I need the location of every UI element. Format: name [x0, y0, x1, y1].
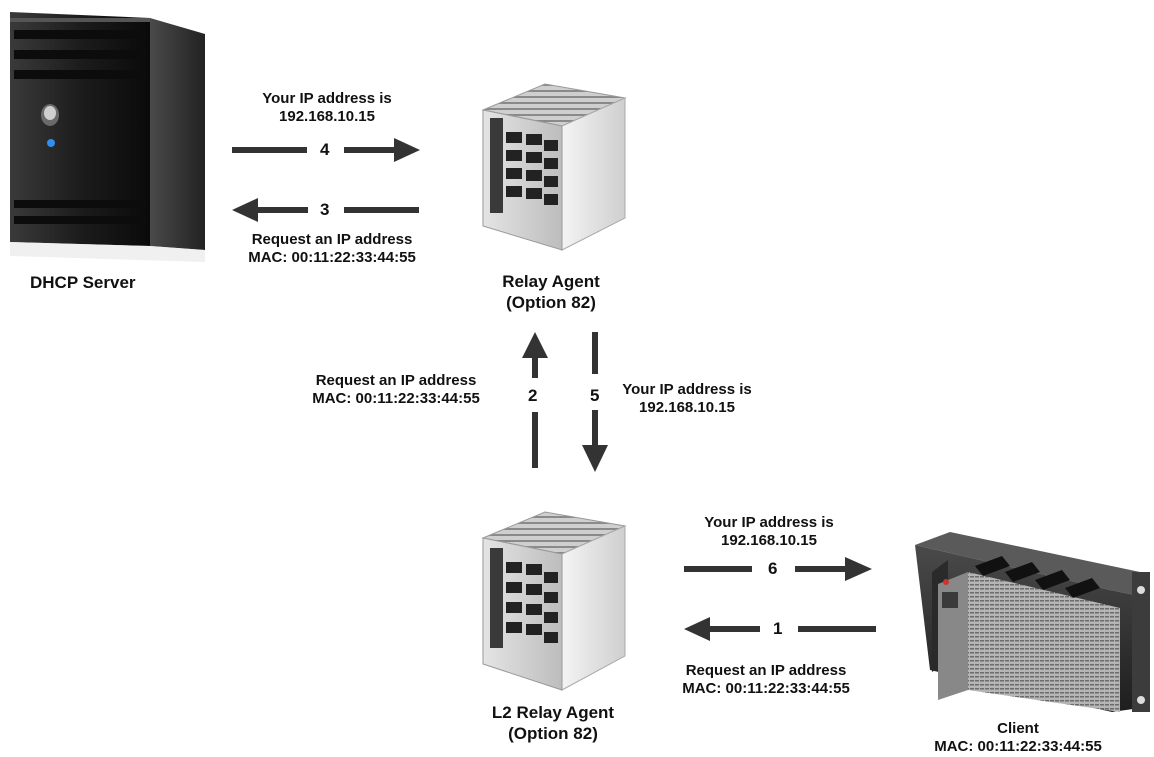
arrows [232, 138, 876, 641]
relay-agent-label: Relay Agent (Option 82) [486, 271, 616, 313]
reply-text-line1: Your IP address is [704, 514, 834, 531]
l2-relay-agent-label-line1: L2 Relay Agent [491, 703, 615, 722]
l2-relay-agent-icon [481, 511, 627, 691]
request-mac-line: MAC: 00:11:22:33:44:55 [248, 249, 416, 266]
message-step4-reply: Your IP address is 192.168.10.15 [232, 90, 422, 126]
client-mac-label: MAC: 00:11:22:33:44:55 [934, 738, 1102, 755]
message-step5-reply: Your IP address is 192.168.10.15 [612, 381, 762, 417]
dhcp-server-icon [10, 12, 205, 262]
step-1-number: 1 [773, 619, 783, 638]
step-3-number: 3 [320, 200, 330, 219]
reply-text-line1: Your IP address is [262, 90, 392, 107]
client-label-line1: Client [997, 720, 1039, 737]
message-step6-reply: Your IP address is 192.168.10.15 [684, 514, 854, 550]
reply-ip-line: 192.168.10.15 [639, 399, 735, 416]
message-step2-request: Request an IP address MAC: 00:11:22:33:4… [286, 372, 506, 408]
relay-agent-icon [481, 83, 627, 251]
reply-ip-line: 192.168.10.15 [721, 532, 817, 549]
l2-relay-agent-label: L2 Relay Agent (Option 82) [478, 702, 628, 744]
message-step3-request: Request an IP address MAC: 00:11:22:33:4… [224, 231, 440, 267]
dhcp-server-label: DHCP Server [30, 273, 136, 292]
reply-text-line1: Your IP address is [622, 381, 752, 398]
request-text-line1: Request an IP address [315, 372, 477, 389]
step-5-number: 5 [590, 386, 600, 405]
request-text-line1: Request an IP address [685, 662, 847, 679]
step-2-number: 2 [528, 386, 538, 405]
l2-relay-agent-label-line2: (Option 82) [508, 724, 598, 743]
request-mac-line: MAC: 00:11:22:33:44:55 [682, 680, 850, 697]
relay-agent-label-line2: (Option 82) [506, 293, 596, 312]
request-text-line1: Request an IP address [251, 231, 413, 248]
relay-agent-label-line1: Relay Agent [502, 272, 600, 291]
message-step1-request: Request an IP address MAC: 00:11:22:33:4… [656, 662, 876, 698]
client-label: Client MAC: 00:11:22:33:44:55 [898, 720, 1138, 756]
client-plc-icon [915, 532, 1150, 712]
step-6-number: 6 [768, 559, 778, 578]
request-mac-line: MAC: 00:11:22:33:44:55 [312, 390, 480, 407]
step-4-number: 4 [320, 140, 330, 159]
reply-ip-line: 192.168.10.15 [279, 108, 375, 125]
